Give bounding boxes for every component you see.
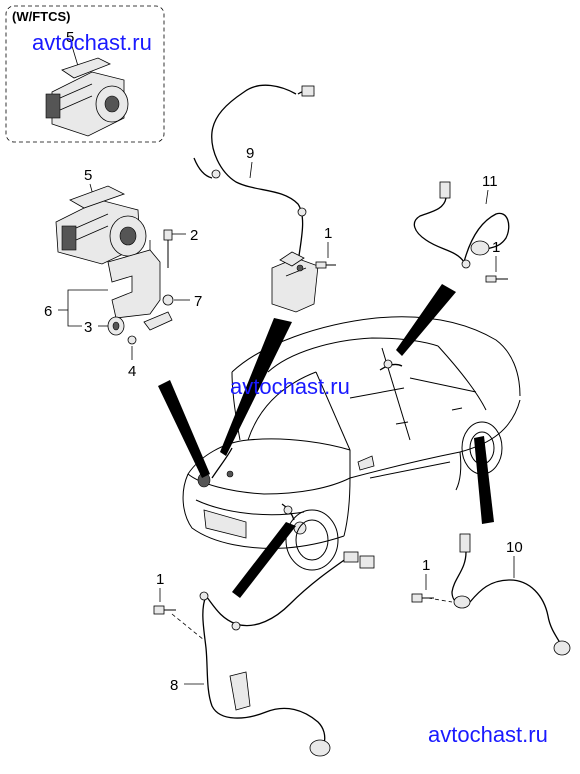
vehicle-body [182,316,521,571]
abs-hydraulic-unit-ftcs [45,57,129,137]
front-sensor-harness-8: 8 [170,551,375,757]
leader-11 [485,189,489,205]
watermark-top: avtochast.ru [32,30,152,55]
pointer-front-left [158,380,210,478]
bolt-1-rear-upper: 1 [485,239,508,283]
callout-8: 8 [170,677,178,694]
callout-10: 10 [506,539,523,556]
callout-6-bracket-group: 6 [44,289,108,327]
callout-5-inset: 5 [66,29,74,46]
sensor-10 [553,640,571,656]
bolt-1-rear-lower: 1 [411,557,434,603]
watermark-bottom: avtochast.ru [428,722,548,747]
callout-11: 11 [482,173,498,190]
pointers [158,284,494,598]
abs-bracket [107,240,173,331]
front-sensor-harness-9: 9 [193,84,315,263]
sensor-mount-8 [229,671,251,711]
callout-2: 2 [190,227,198,244]
ftcs-inset: (W/FTCS) 5 [5,5,165,143]
pointer-rear-upper [396,284,456,356]
callout-1-rear-lower: 1 [422,557,430,574]
bolt-4: 4 [127,335,137,380]
variant-label: (W/FTCS) [12,9,70,24]
watermark-middle: avtochast.ru [230,374,350,399]
front-wheel-left [285,509,339,571]
abs-hydraulic-unit: 5 [55,167,147,265]
rear-sensor-harness-11: 11 [413,173,510,269]
callout-6: 6 [44,303,52,320]
leader-6 [67,289,108,327]
nut-7: 7 [162,293,202,310]
leader-9 [249,161,253,179]
connector-10 [459,533,471,553]
pointer-rear-lower [474,436,494,524]
callout-9: 9 [246,145,254,162]
connector-9 [301,85,315,97]
connector-8 [359,555,375,569]
callout-1-front-lower: 1 [156,571,164,588]
pointer-front-right [220,318,292,456]
front-grille [203,509,247,539]
leader-5-inset [71,45,79,67]
connector-11 [439,181,451,199]
callout-7: 7 [194,293,202,310]
rear-sensor-harness-10: 10 [427,533,571,656]
bolt-1-front-upper: 1 [315,225,336,269]
callout-4: 4 [128,363,136,380]
pointer-front-lower [232,522,296,598]
callout-5: 5 [84,167,92,184]
bolt-1-front-lower: 1 [153,571,176,615]
callout-1-rear-upper: 1 [492,239,500,256]
sensor-8 [309,739,331,757]
callout-3: 3 [84,319,92,336]
bolt-2: 2 [163,227,198,268]
inset-border [5,5,165,143]
bushing-3: 3 [84,316,125,336]
front-sensor-mount [271,251,319,313]
callout-1-front-upper: 1 [324,225,332,242]
